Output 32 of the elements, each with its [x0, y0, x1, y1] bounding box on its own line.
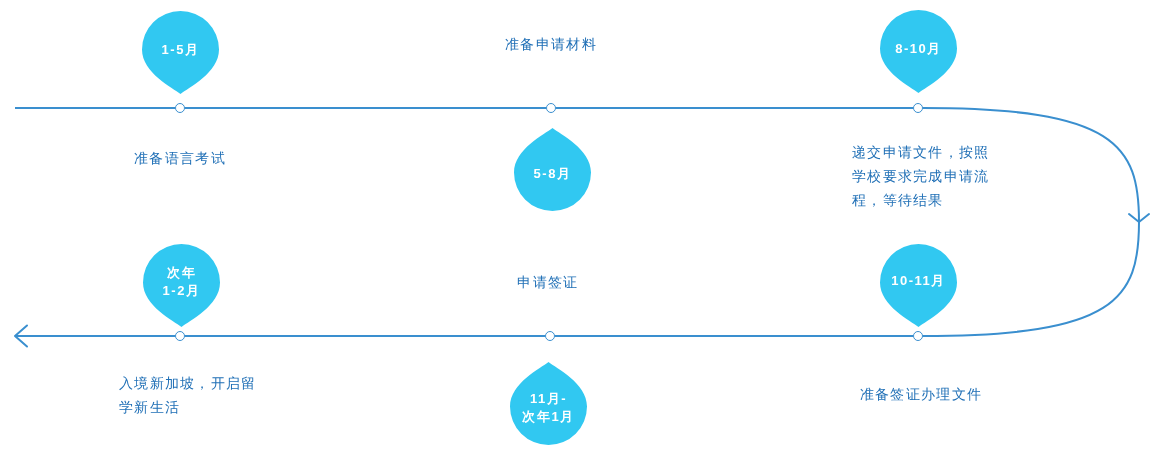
teardrop-marker: [142, 11, 219, 94]
date-label: 10-11月: [891, 272, 946, 290]
timeline-dot: [546, 103, 556, 113]
timeline-line: [184, 107, 547, 109]
timeline-line: [554, 335, 914, 337]
stage-description: 递交申请文件，按照学校要求完成申请流程，等待结果: [852, 143, 991, 210]
date-label: 5-8月: [533, 165, 572, 183]
teardrop-marker: [880, 244, 957, 327]
timeline-dot: [175, 331, 185, 341]
date-label: 8-10月: [895, 40, 942, 58]
stage-description: 入境新加坡，开启留学新生活: [119, 374, 258, 417]
teardrop-marker: [510, 362, 587, 445]
teardrop-marker: [514, 128, 591, 211]
date-label: 次年1-2月: [161, 264, 202, 300]
timeline-arrow: [922, 107, 1150, 223]
stage-description: 申请签证: [517, 273, 579, 292]
date-label: 11月-次年1月: [521, 390, 576, 426]
timeline-dot: [913, 103, 923, 113]
stage-description: 准备语言考试: [134, 149, 226, 168]
timeline-arrow: [14, 324, 176, 348]
teardrop-marker: [880, 10, 957, 93]
date-label: 1-5月: [161, 41, 200, 59]
timeline-dot: [545, 331, 555, 341]
teardrop-marker: [143, 244, 220, 327]
timeline-line: [922, 221, 1140, 337]
timeline-line: [184, 335, 546, 337]
timeline-dot: [175, 103, 185, 113]
timeline-line: [14, 107, 176, 109]
timeline-line: [555, 107, 914, 109]
timeline-dot: [913, 331, 923, 341]
stage-description: 准备签证办理文件: [859, 385, 983, 404]
stage-description: 准备申请材料: [505, 35, 597, 54]
